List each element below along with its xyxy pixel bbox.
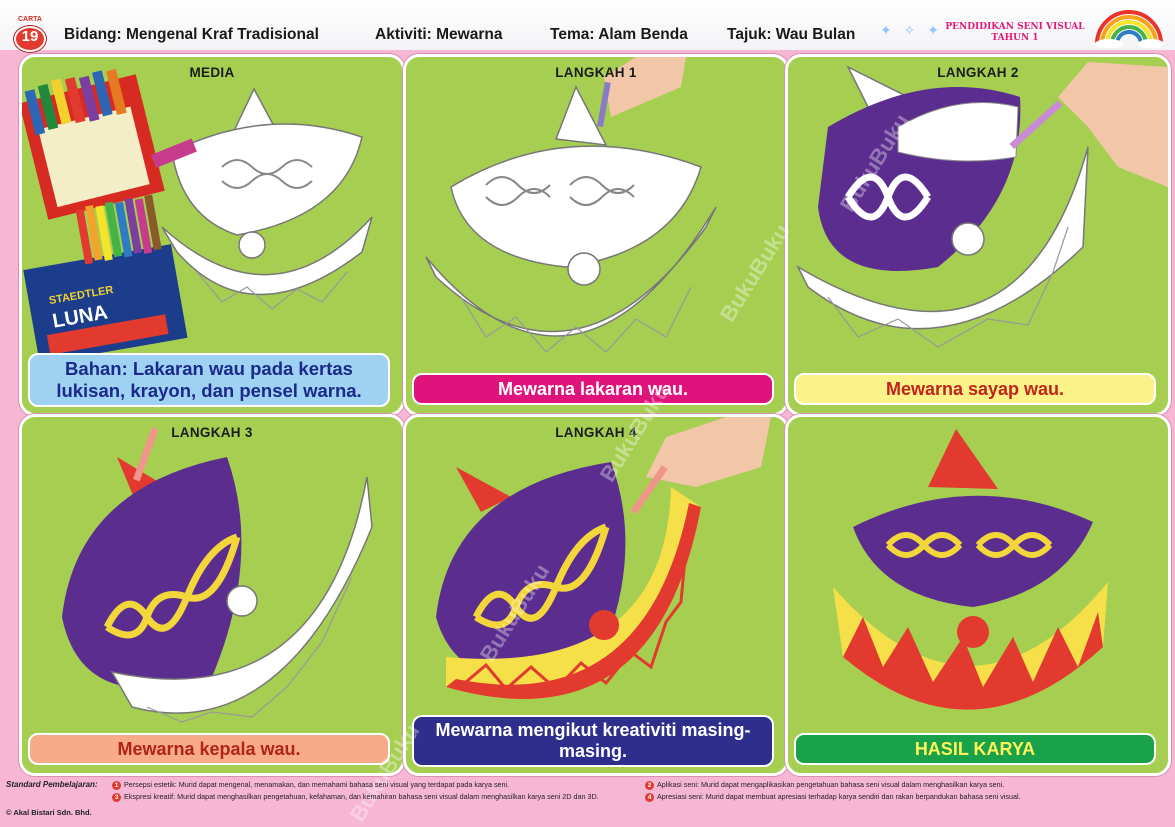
panel-label: MEDIA bbox=[189, 65, 235, 80]
panel-langkah-3: LANGKAH 3 Mewarna kepala wau. bbox=[19, 414, 405, 776]
panel-langkah-1: LANGKAH 1 Mewarna lakaran wau. bbox=[403, 54, 789, 416]
panel-label: LANGKAH 2 bbox=[937, 65, 1019, 80]
panel-hasil-karya: HASIL KARYA bbox=[785, 414, 1171, 776]
standard-text: Ekspresi kreatif: Murid dapat menghasilk… bbox=[124, 792, 599, 801]
panel-caption: Mewarna sayap wau. bbox=[794, 373, 1156, 405]
media-illustration: STAEDTLER LUNA bbox=[22, 68, 373, 364]
logo-label: CARTA bbox=[18, 16, 42, 23]
standard-number: 1 bbox=[112, 781, 121, 790]
panel-label: LANGKAH 3 bbox=[171, 425, 253, 440]
logo-number: 19 bbox=[21, 28, 39, 45]
panel-langkah-2: LANGKAH 2 Mewarna sayap wau. bbox=[785, 54, 1171, 416]
standard-number: 3 bbox=[112, 793, 121, 802]
wau-outline-illustration bbox=[425, 57, 717, 353]
panel-media: STAEDTLER LUNA MEDIA Bahan: Lakaran wau … bbox=[19, 54, 405, 416]
brand-line1: PENDIDIKAN SENI VISUAL bbox=[945, 22, 1085, 32]
crayon-box bbox=[22, 68, 197, 220]
header-bar: CARTA 19 Bidang: Mengenal Kraf Tradision… bbox=[0, 0, 1175, 52]
header-aktiviti: Aktiviti: Mewarna bbox=[375, 26, 503, 43]
panel-caption: Bahan: Lakaran wau pada kertas lukisan, … bbox=[28, 353, 390, 407]
panel-caption: HASIL KARYA bbox=[794, 733, 1156, 765]
stars-decoration: ✦ ✧ ✦ bbox=[880, 22, 943, 38]
panel-label: LANGKAH 4 bbox=[555, 425, 637, 440]
wau-sketch bbox=[161, 87, 373, 310]
panel-caption: Mewarna kepala wau. bbox=[28, 733, 390, 765]
brand-title: PENDIDIKAN SENI VISUAL TAHUN 1 bbox=[940, 22, 1090, 44]
copyright: © Akal Bistari Sdn. Bhd. bbox=[6, 808, 92, 817]
standard-number: 2 bbox=[645, 781, 654, 790]
header-bidang: Bidang: Mengenal Kraf Tradisional bbox=[64, 26, 319, 43]
carta-logo: CARTA 19 bbox=[10, 16, 48, 52]
hand-illustration bbox=[604, 57, 686, 117]
wau-wing-illustration bbox=[796, 62, 1168, 348]
wau-creative-illustration bbox=[436, 417, 771, 699]
header-tema: Tema: Alam Benda bbox=[550, 26, 688, 43]
logo-badge bbox=[14, 26, 46, 52]
standard-number: 4 bbox=[645, 793, 654, 802]
rainbow-icon bbox=[1095, 10, 1164, 48]
pencil-box: STAEDTLER LUNA bbox=[23, 194, 188, 364]
wau-final-illustration bbox=[833, 429, 1108, 710]
panel-langkah-4: LANGKAH 4 Mewarna mengikut kreativiti ma… bbox=[403, 414, 789, 776]
standard-text: Apresiasi seni: Murid dapat membuat apre… bbox=[657, 792, 1021, 801]
panel-label: LANGKAH 1 bbox=[555, 65, 637, 80]
hand-illustration bbox=[1058, 62, 1168, 187]
standard-title: Standard Pembelajaran: bbox=[6, 780, 98, 789]
hand-illustration bbox=[646, 417, 771, 487]
panel-caption: Mewarna lakaran wau. bbox=[412, 373, 774, 405]
standard-text: Persepsi estetik: Murid dapat mengenal, … bbox=[124, 780, 510, 789]
header-tajuk: Tajuk: Wau Bulan bbox=[727, 26, 856, 43]
wau-head-illustration bbox=[62, 427, 373, 723]
standard-text: Aplikasi seni: Murid dapat mengaplikasik… bbox=[657, 780, 1005, 789]
brand-line2: TAHUN 1 bbox=[991, 33, 1039, 43]
panel-caption: Mewarna mengikut kreativiti masing-masin… bbox=[412, 715, 774, 767]
